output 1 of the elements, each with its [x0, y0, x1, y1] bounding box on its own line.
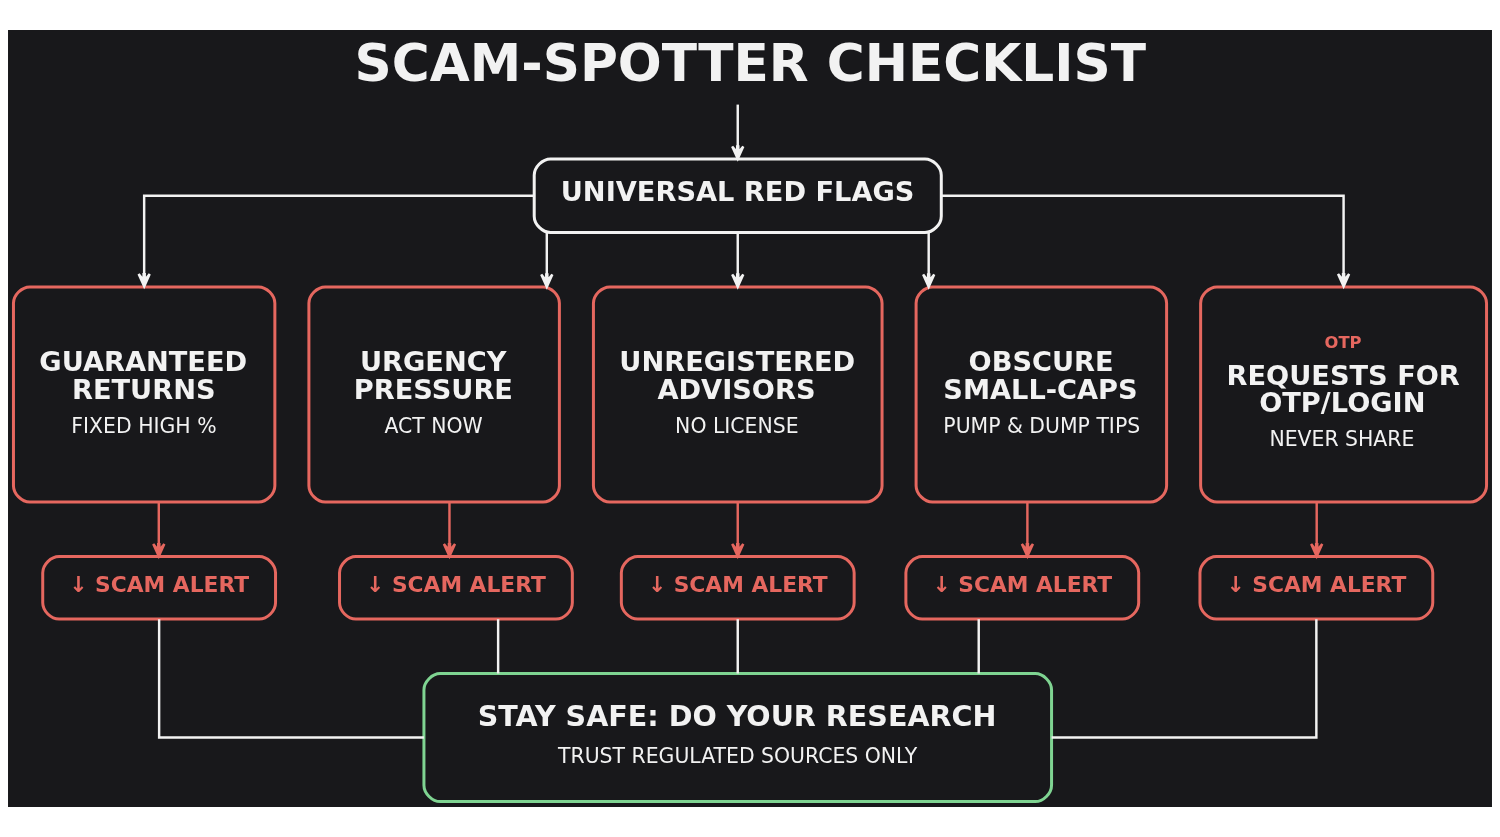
diagram-title: SCAM-SPOTTER CHECKLIST	[354, 32, 1147, 93]
